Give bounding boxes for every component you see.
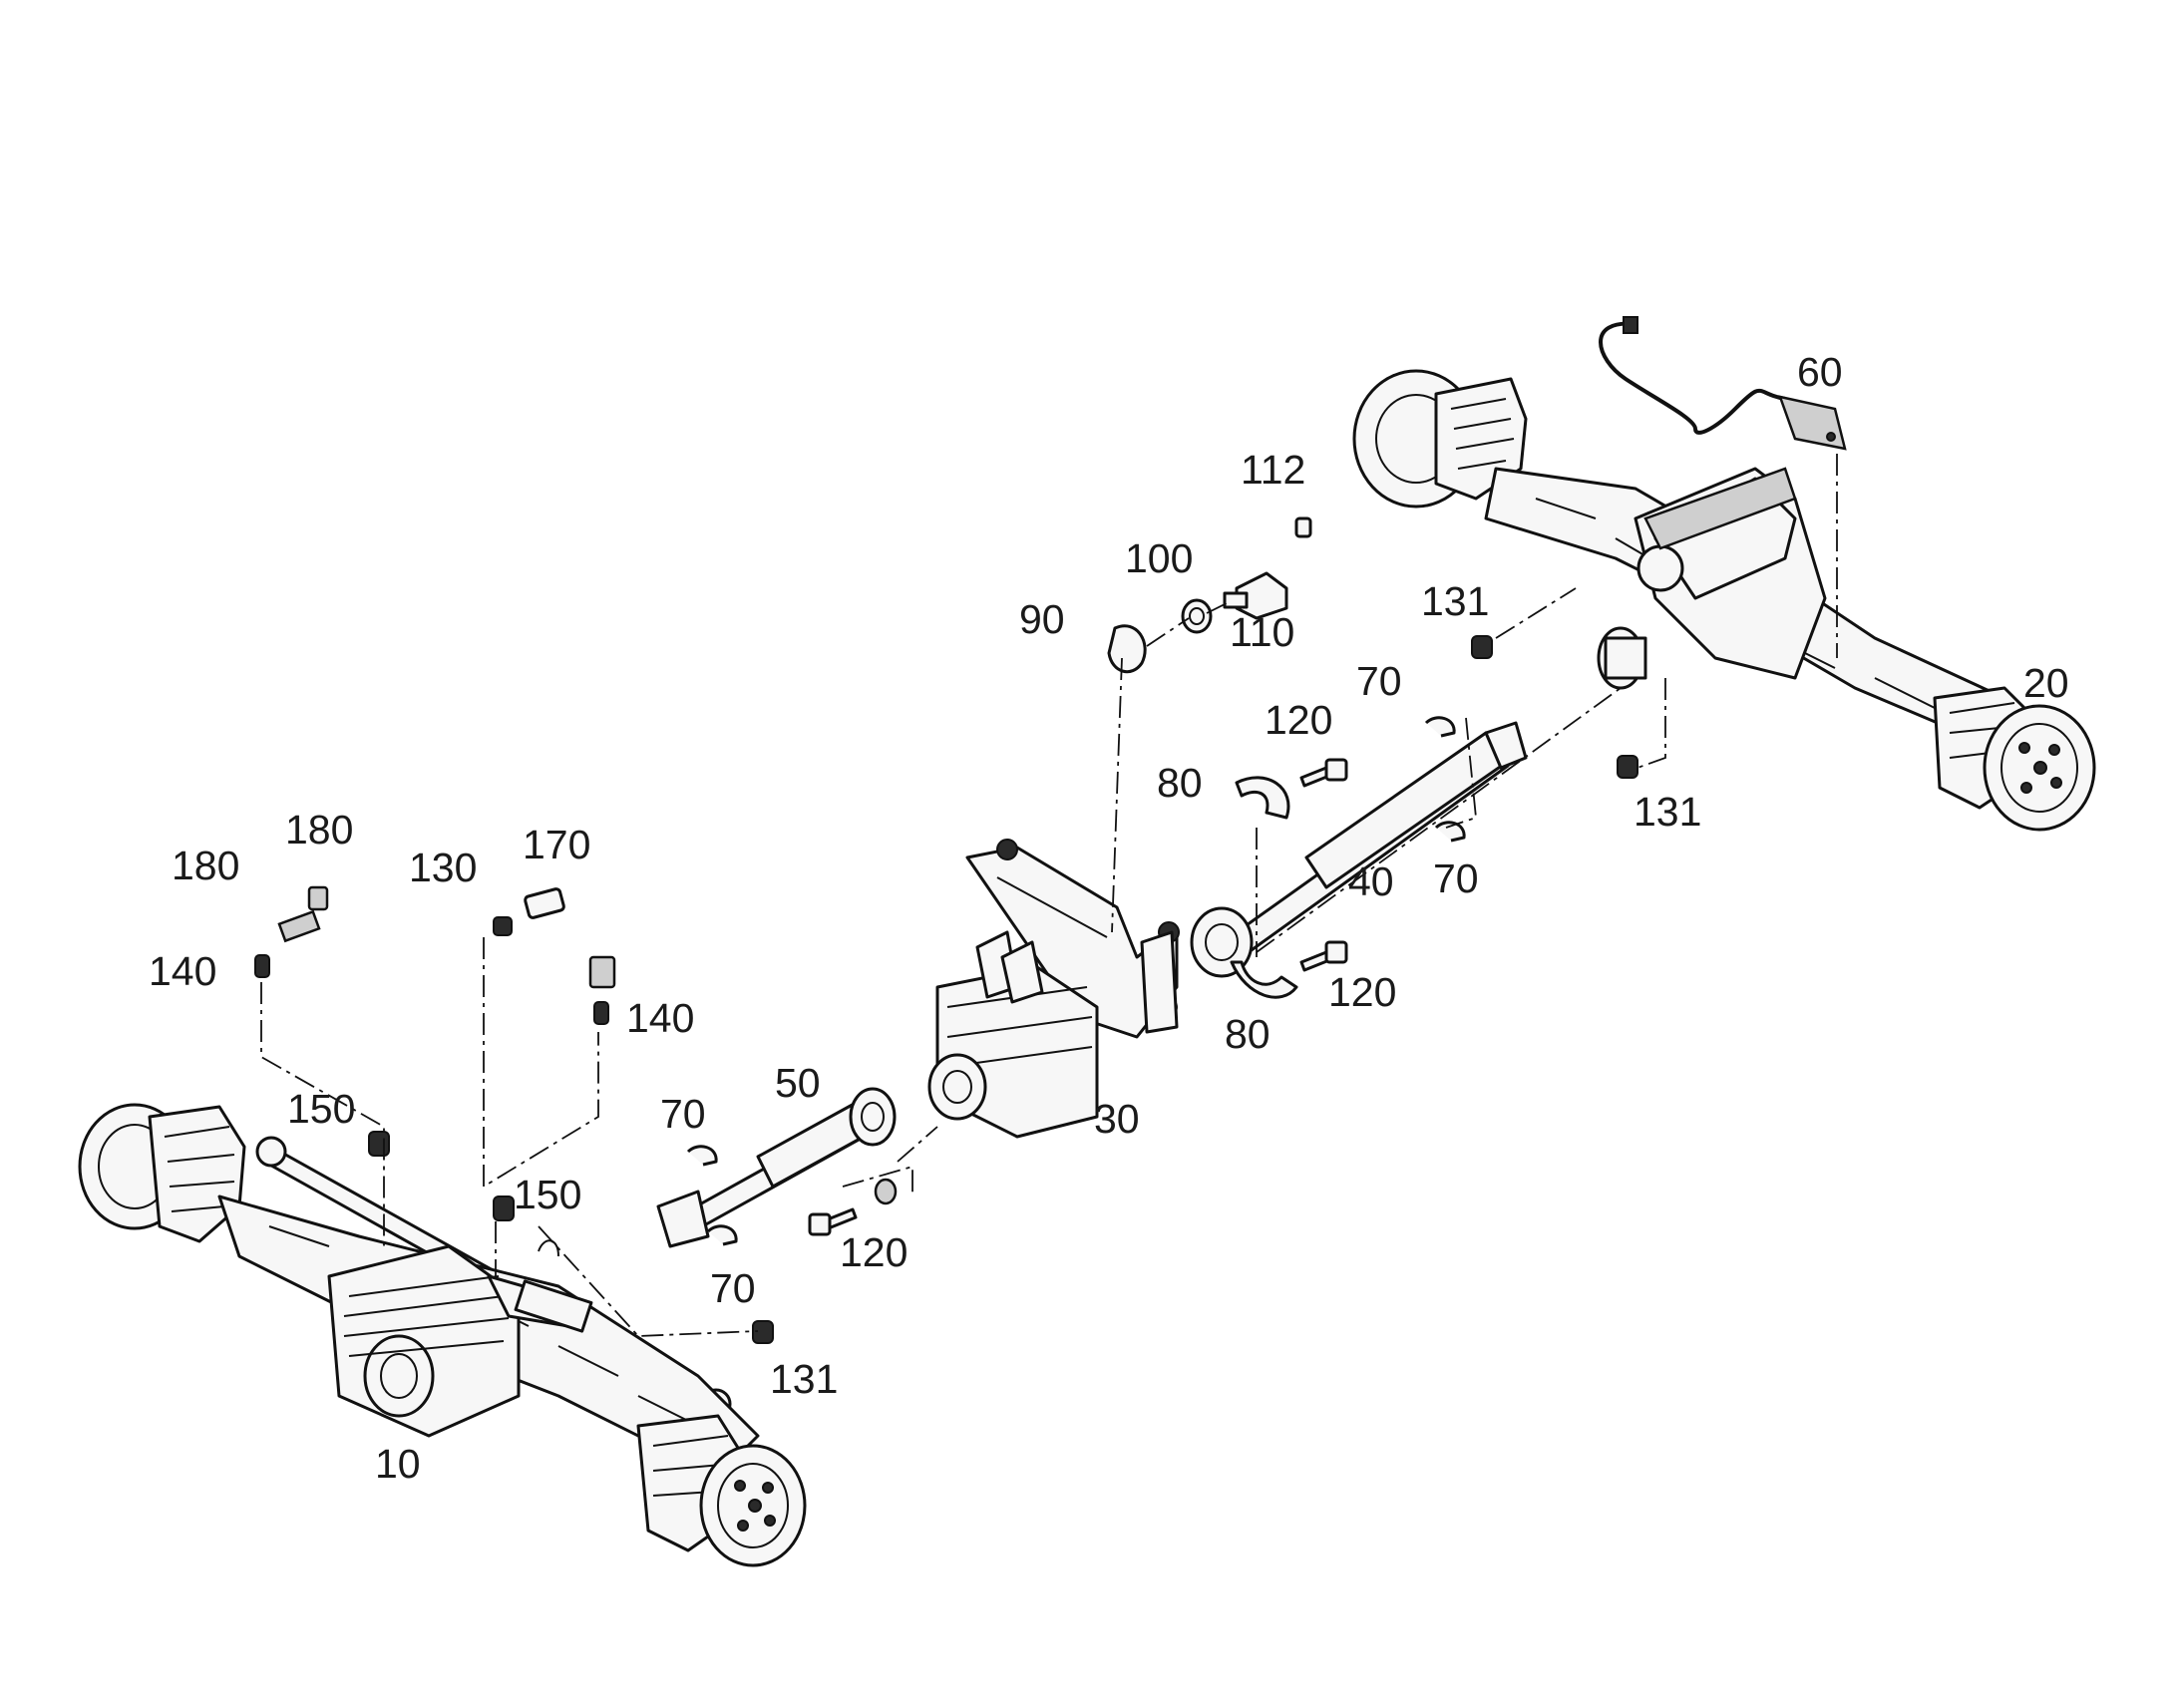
plugs-part-131 xyxy=(752,635,1638,1344)
callout-30: 30 xyxy=(1094,1096,1140,1142)
transfer-gearbox-part-30 xyxy=(927,839,1180,1139)
callout-60: 60 xyxy=(1797,349,1843,395)
cable-harness-part-60 xyxy=(1599,316,1847,658)
callout-140-right: 140 xyxy=(626,995,694,1041)
callout-112: 112 xyxy=(1241,447,1305,493)
bolts-part-120-rear xyxy=(1299,758,1348,972)
callout-50: 50 xyxy=(775,1060,821,1106)
callout-80-bottom: 80 xyxy=(1225,1011,1271,1057)
callout-131-rear-right: 131 xyxy=(1634,789,1701,835)
callout-140-left: 140 xyxy=(149,948,216,994)
callout-70-front-bottom: 70 xyxy=(710,1265,756,1311)
front-driveshaft-part-50 xyxy=(656,1087,897,1248)
callout-70-front-top: 70 xyxy=(660,1091,706,1137)
callout-70-rear-top: 70 xyxy=(1356,658,1402,704)
callout-100: 100 xyxy=(1125,535,1193,581)
callout-120-rear-top: 120 xyxy=(1265,697,1332,743)
callout-170: 170 xyxy=(523,822,590,867)
callout-180-left: 180 xyxy=(172,843,239,888)
callout-150-right: 150 xyxy=(514,1172,581,1217)
callout-131-rear-left: 131 xyxy=(1421,578,1489,624)
callout-80-top: 80 xyxy=(1157,760,1203,806)
callout-180-right: 180 xyxy=(285,807,353,853)
callout-10: 10 xyxy=(375,1441,421,1487)
fittings-parts-130-140-150-170-180 xyxy=(254,885,616,1257)
rear-axle-assembly xyxy=(1352,369,2096,832)
shields-part-80 xyxy=(1230,776,1298,999)
callout-131-front: 131 xyxy=(770,1356,838,1402)
sensor-parts-90-100-110-112 xyxy=(1107,516,1312,674)
callout-150-left: 150 xyxy=(287,1086,355,1132)
bolt-part-120-front xyxy=(808,1178,898,1236)
callout-120-front: 120 xyxy=(840,1229,908,1275)
callout-130: 130 xyxy=(409,845,477,890)
callout-20: 20 xyxy=(2023,660,2069,706)
front-axle-assembly xyxy=(78,1103,807,1567)
rear-driveshaft-part-40 xyxy=(1190,716,1528,978)
callout-120-rear-bottom: 120 xyxy=(1328,969,1396,1015)
callout-70-rear-bottom: 70 xyxy=(1433,855,1479,901)
leader-lines xyxy=(260,587,1666,1337)
callout-110: 110 xyxy=(1230,609,1294,655)
callout-90: 90 xyxy=(1019,596,1065,642)
callout-labels: 10 20 30 40 50 60 70 70 70 70 80 80 90 1… xyxy=(149,349,2069,1487)
callout-40: 40 xyxy=(1348,858,1394,904)
